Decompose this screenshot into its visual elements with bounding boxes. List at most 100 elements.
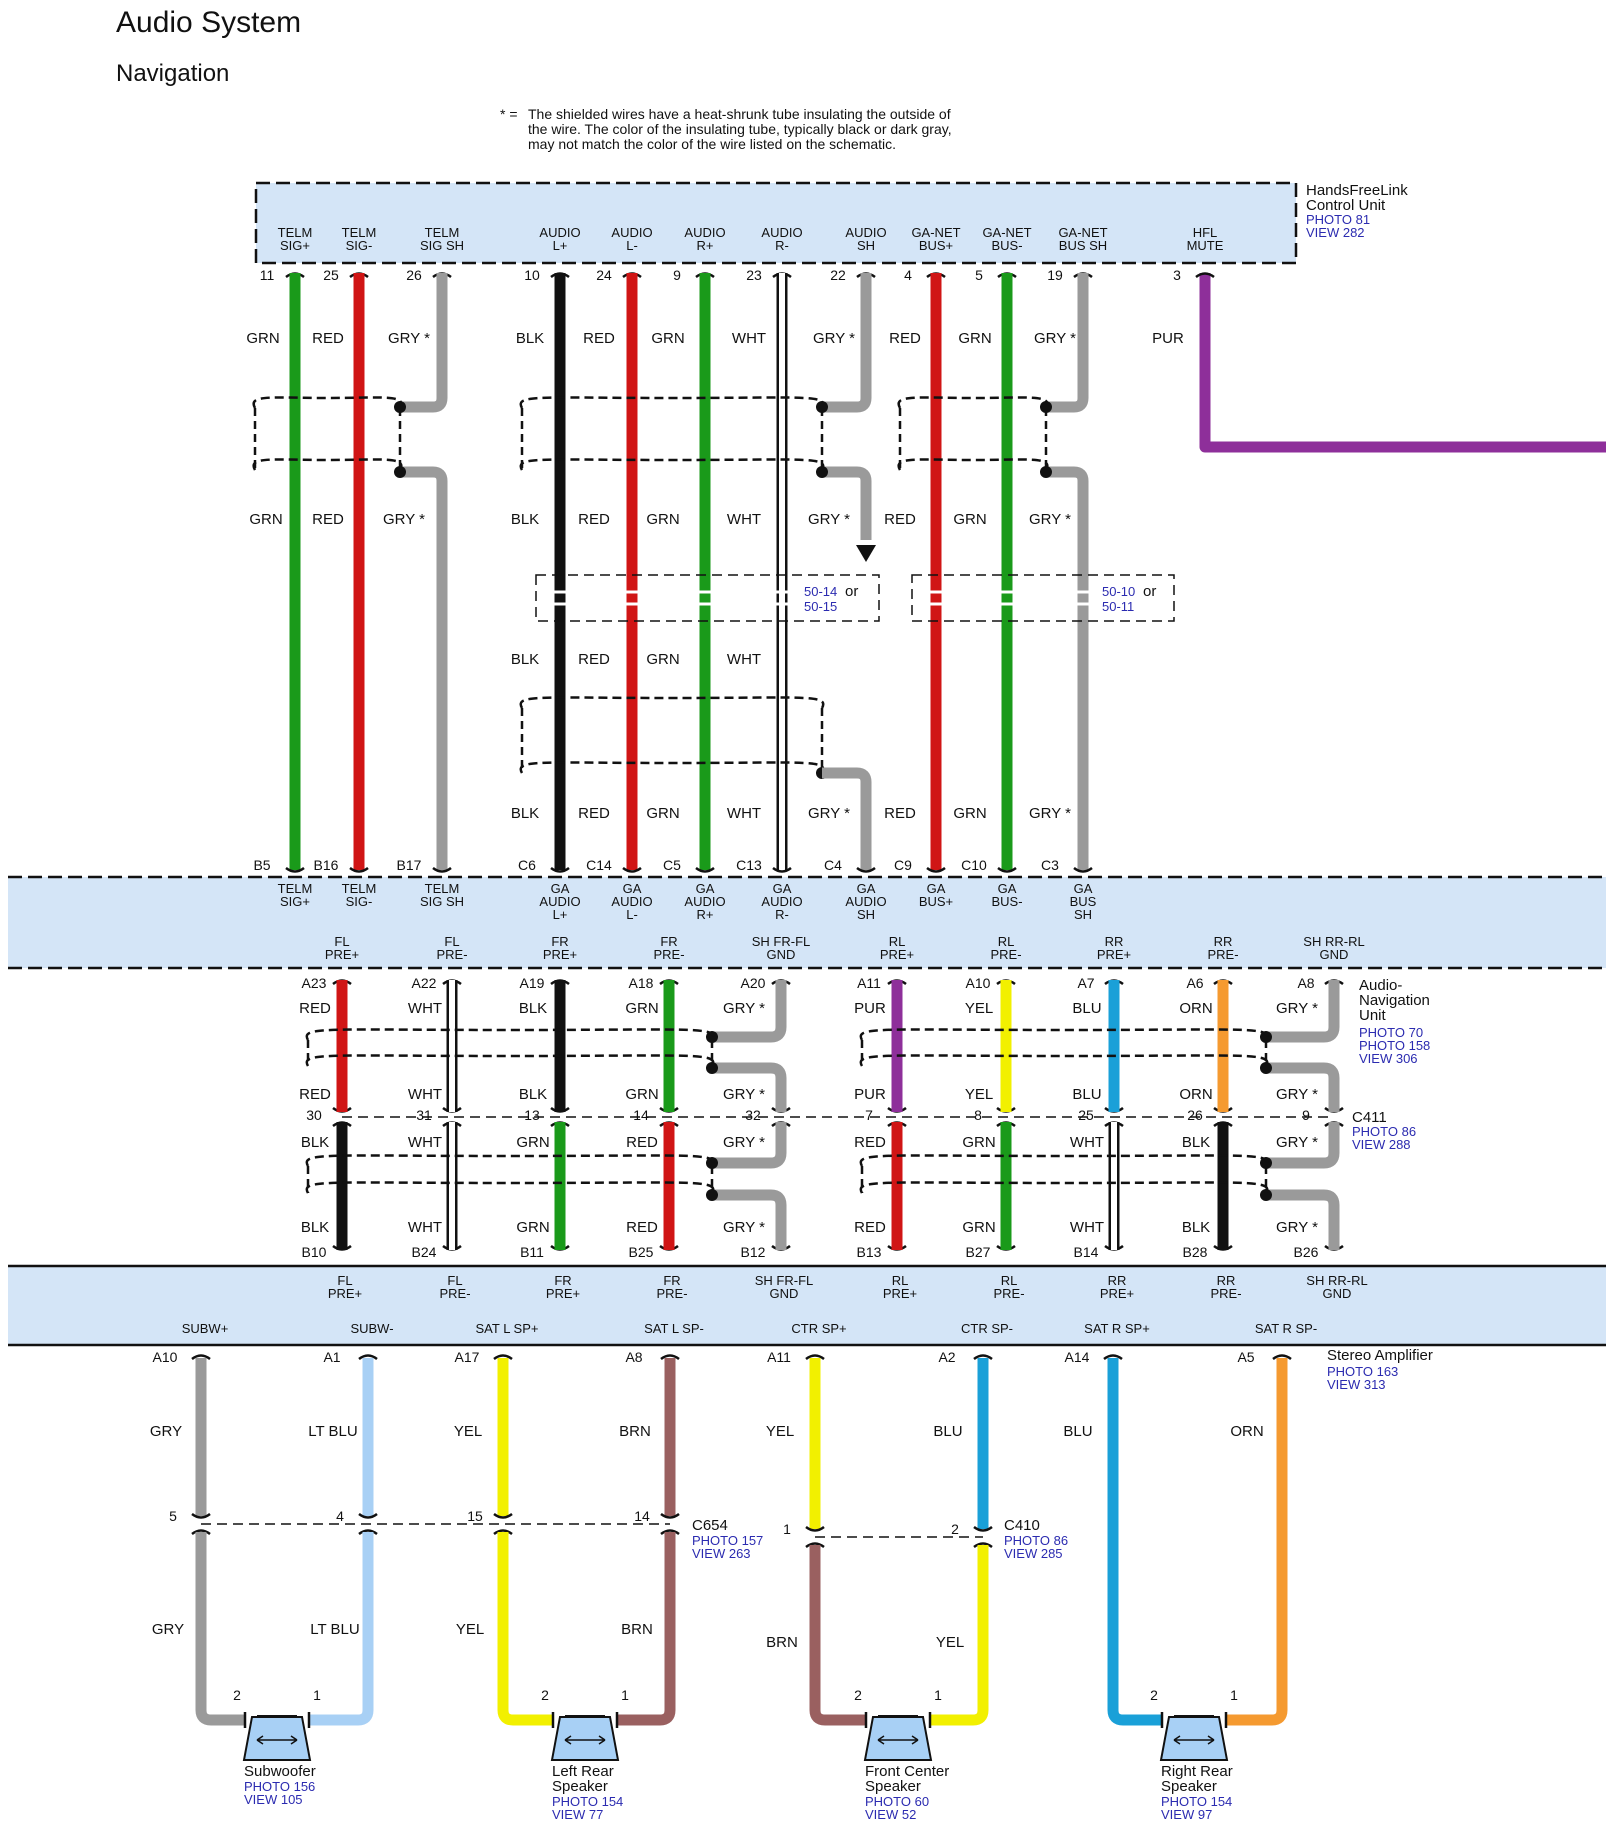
wire-color-label: BLK: [511, 651, 539, 668]
amp-input-label: RR: [1217, 1273, 1236, 1288]
connector-cap: [1272, 1354, 1292, 1361]
hfl-pin-label: HFL: [1193, 225, 1218, 240]
ga-signal-label: R+: [697, 907, 714, 922]
hfl-pin-label: TELM: [342, 225, 377, 240]
hfl-unit-ref: VIEW 282: [1306, 225, 1365, 240]
wire-color-label: BRN: [619, 1423, 651, 1440]
shield-drain-wire: [712, 980, 787, 1043]
shield-ellipse: [519, 696, 825, 709]
amp-unit-name: Stereo Amplifier: [1327, 1347, 1433, 1364]
wire-color-label: WHT: [727, 651, 761, 668]
wire-color-label: WHT: [408, 1219, 442, 1236]
wire-color-label: GRN: [953, 805, 986, 822]
ga-signal-label: SIG SH: [420, 894, 464, 909]
amp-unit-ref: VIEW 313: [1327, 1377, 1386, 1392]
wire-color-label: BLK: [1182, 1134, 1210, 1151]
shield-drain-dot: [706, 1189, 718, 1201]
shield-drain-wire: [1266, 1122, 1340, 1169]
wire-color-label: WHT: [1070, 1134, 1104, 1151]
ga-signal-label: TELM: [278, 881, 313, 896]
anu-output-label: PRE+: [880, 947, 914, 962]
c411-connector-ref: VIEW 288: [1352, 1137, 1411, 1152]
amp-input-label: SH RR-RL: [1306, 1273, 1367, 1288]
speaker-ref: VIEW 52: [865, 1807, 916, 1822]
speaker-cone: [242, 1716, 312, 1761]
amp-input-label: FR: [554, 1273, 571, 1288]
amp-input-label: RL: [892, 1273, 909, 1288]
amp-input-label: GND: [770, 1286, 799, 1301]
connector-cap: [358, 1354, 378, 1361]
anu-pin-number: 14: [633, 1107, 649, 1123]
speaker-pin-number: 1: [934, 1687, 942, 1703]
connector-cap: [660, 1512, 680, 1519]
connector-cap: [493, 1354, 513, 1361]
anu-output-label: PRE-: [1207, 947, 1238, 962]
shield-drain-wire: [1266, 980, 1340, 1043]
connector-cap: [660, 1529, 680, 1536]
c654-connector-ref: VIEW 263: [692, 1546, 751, 1561]
anu-pin-number: C4: [824, 857, 842, 873]
hfl-pin-label: AUDIO: [761, 225, 802, 240]
wire-color-label: RED: [578, 805, 610, 822]
connector-cap: [805, 1542, 825, 1549]
amp-pin-number: A17: [455, 1349, 480, 1365]
connector-cap: [358, 1512, 378, 1519]
connector-cap: [805, 1525, 825, 1532]
amp-pin-number: B12: [741, 1244, 766, 1260]
connector-cap: [1103, 1354, 1123, 1361]
wire-color-label: GRN: [646, 511, 679, 528]
shield-ellipse: [252, 396, 403, 409]
wire-color-label: GRY *: [388, 330, 430, 347]
ga-signal-label: GA: [927, 881, 946, 896]
hfl-pin-number: 22: [830, 267, 846, 283]
anu-pin-number: 26: [1187, 1107, 1203, 1123]
connector-cap: [550, 866, 570, 873]
hfl-pin-label: SIG+: [280, 238, 310, 253]
hfl-pin-label: BUS-: [991, 238, 1022, 253]
junction-ref-link: 50-14: [804, 584, 837, 599]
anu-unit-ref: VIEW 306: [1359, 1051, 1418, 1066]
shield-ellipse: [859, 1181, 1269, 1194]
hfl-unit-name: Control Unit: [1306, 197, 1386, 214]
telm-shield-wire-lower: [400, 466, 448, 870]
speaker-feed-wire: [1226, 1358, 1288, 1726]
ga-signal-label: SIG-: [346, 894, 373, 909]
wire-color-label: BLU: [1072, 1000, 1101, 1017]
wire-color-label: YEL: [456, 1621, 484, 1638]
anu-unit-ref: PHOTO 158: [1359, 1038, 1430, 1053]
wire-color-label: GRN: [646, 805, 679, 822]
anu-pin-number: C14: [586, 857, 612, 873]
wire-color-label: GRN: [651, 330, 684, 347]
note-line: the wire. The color of the insulating tu…: [528, 121, 952, 137]
inline-pin-number: 5: [169, 1508, 177, 1524]
speaker-ref: PHOTO 154: [1161, 1794, 1232, 1809]
connector-cap: [285, 866, 305, 873]
wire-color-label: GRY *: [723, 1086, 765, 1103]
connector-cap: [622, 866, 642, 873]
speaker-name: Speaker: [1161, 1778, 1217, 1795]
inline-pin-number: 2: [951, 1521, 959, 1537]
anu-pin-number: A11: [857, 975, 881, 991]
connector-cap: [660, 1354, 680, 1361]
wire-color-label: GRN: [249, 511, 282, 528]
speaker-icon: [550, 1715, 620, 1761]
hfl-pin-label: GA-NET: [982, 225, 1031, 240]
shield-ellipse: [859, 1154, 1269, 1167]
amp-pin-number: B27: [966, 1244, 991, 1260]
connector-cap: [997, 866, 1017, 873]
hfl-pin-label: L+: [553, 238, 568, 253]
ga-signal-label: TELM: [425, 881, 460, 896]
wire-color-label: ORN: [1179, 1086, 1212, 1103]
amp-input-label: PRE+: [546, 1286, 580, 1301]
connector-cap: [493, 1529, 513, 1536]
wire-color-label: BRN: [621, 1621, 653, 1638]
shield-ellipse: [519, 761, 825, 774]
connector-cap: [1195, 272, 1215, 279]
wire-color-label: RED: [626, 1134, 658, 1151]
wire-color-label: YEL: [454, 1423, 482, 1440]
hfl-pin-number: 24: [596, 267, 612, 283]
speaker-pin-number: 1: [621, 1687, 629, 1703]
wire-color-label: WHT: [408, 1000, 442, 1017]
hfl-pin-number: 4: [904, 267, 912, 283]
amp-input-label: PRE-: [993, 1286, 1024, 1301]
